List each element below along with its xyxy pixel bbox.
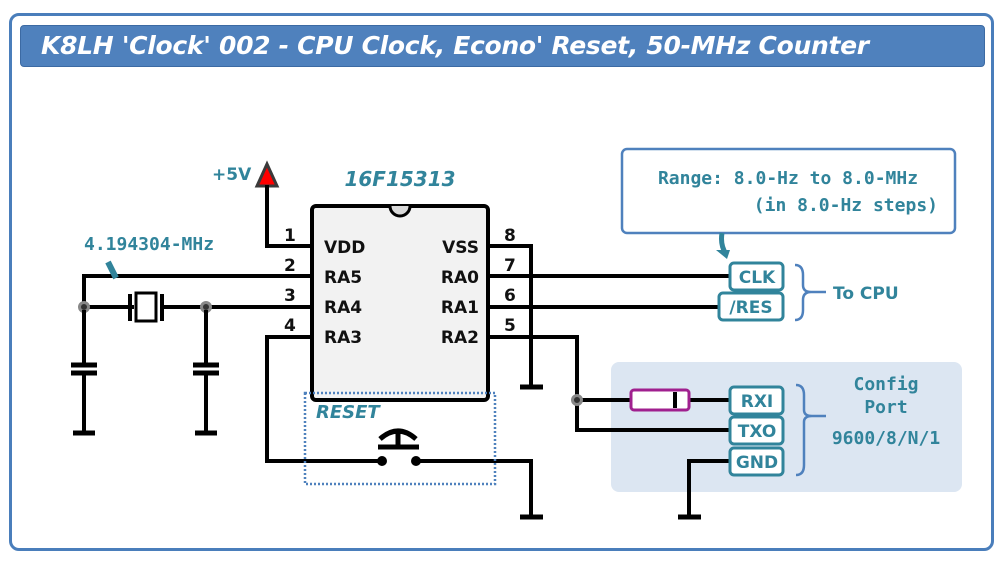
pin-num-7: 7 xyxy=(504,256,516,276)
tag-clk: CLK xyxy=(728,261,785,292)
crystal-pointer-icon xyxy=(105,260,119,280)
crystal-label: 4.194304-MHz xyxy=(84,234,214,255)
pin-name-ra3: RA3 xyxy=(324,328,362,348)
callout-arrowhead-icon xyxy=(716,250,730,259)
pin-name-ra0: RA0 xyxy=(441,268,479,288)
chip-part-number: 16F15313 xyxy=(344,167,455,191)
pin-num-5: 5 xyxy=(504,316,516,336)
to-cpu-label: To CPU xyxy=(833,284,899,304)
svg-text:TXO: TXO xyxy=(738,422,777,442)
config-label-line1: Config xyxy=(853,374,918,395)
config-label-line2: Port xyxy=(864,397,907,418)
crystal-icon xyxy=(128,291,164,323)
wire-ra5 xyxy=(82,274,314,310)
junction-dot xyxy=(571,394,583,406)
power-arrow-icon xyxy=(254,160,280,188)
range-callout xyxy=(620,147,957,235)
wire-vdd xyxy=(265,185,314,248)
tag-gnd: GND xyxy=(728,446,785,477)
tag-rxi: RXI xyxy=(728,385,785,416)
pin-name-vss: VSS xyxy=(442,238,479,258)
pin-num-3: 3 xyxy=(284,286,296,306)
svg-text:/RES: /RES xyxy=(729,298,772,318)
pin-num-8: 8 xyxy=(504,226,516,246)
cpu-brace-icon xyxy=(794,263,812,322)
pin-name-ra4: RA4 xyxy=(324,298,362,318)
tag-txo: TXO xyxy=(728,415,785,446)
reset-label: RESET xyxy=(316,402,381,423)
power-label: +5V xyxy=(212,165,252,185)
capacitor-left-icon xyxy=(71,310,97,436)
range-line1: Range: 8.0-Hz to 8.0-MHz xyxy=(658,168,918,189)
chip-notch xyxy=(388,205,412,218)
svg-text:RXI: RXI xyxy=(741,392,774,412)
diagram-title: K8LH 'Clock' 002 - CPU Clock, Econo' Res… xyxy=(20,25,985,67)
tag-res: /RES xyxy=(717,291,785,322)
wire-vss xyxy=(486,244,533,388)
wire-ra2-txo xyxy=(486,335,732,432)
pin-num-2: 2 xyxy=(284,256,296,276)
config-settings: 9600/8/N/1 xyxy=(832,428,940,449)
svg-text:GND: GND xyxy=(736,453,778,473)
pin-name-ra1: RA1 xyxy=(441,298,479,318)
pin-num-6: 6 xyxy=(504,286,516,306)
pushbutton-icon[interactable] xyxy=(377,428,421,466)
diode-icon xyxy=(629,388,691,412)
pin-name-vdd: VDD xyxy=(324,238,365,258)
svg-text:CLK: CLK xyxy=(739,268,776,288)
pin-name-ra5: RA5 xyxy=(324,268,362,288)
capacitor-right-icon xyxy=(193,310,219,436)
wire-reset-ground xyxy=(414,459,533,518)
wire-gnd xyxy=(687,459,732,518)
wire-ra3 xyxy=(265,335,382,463)
pin-num-4: 4 xyxy=(284,316,296,336)
pin-num-1: 1 xyxy=(284,226,296,246)
range-line2: (in 8.0-Hz steps) xyxy=(754,195,938,216)
reset-box xyxy=(303,391,497,486)
pin-name-ra2: RA2 xyxy=(441,328,479,348)
